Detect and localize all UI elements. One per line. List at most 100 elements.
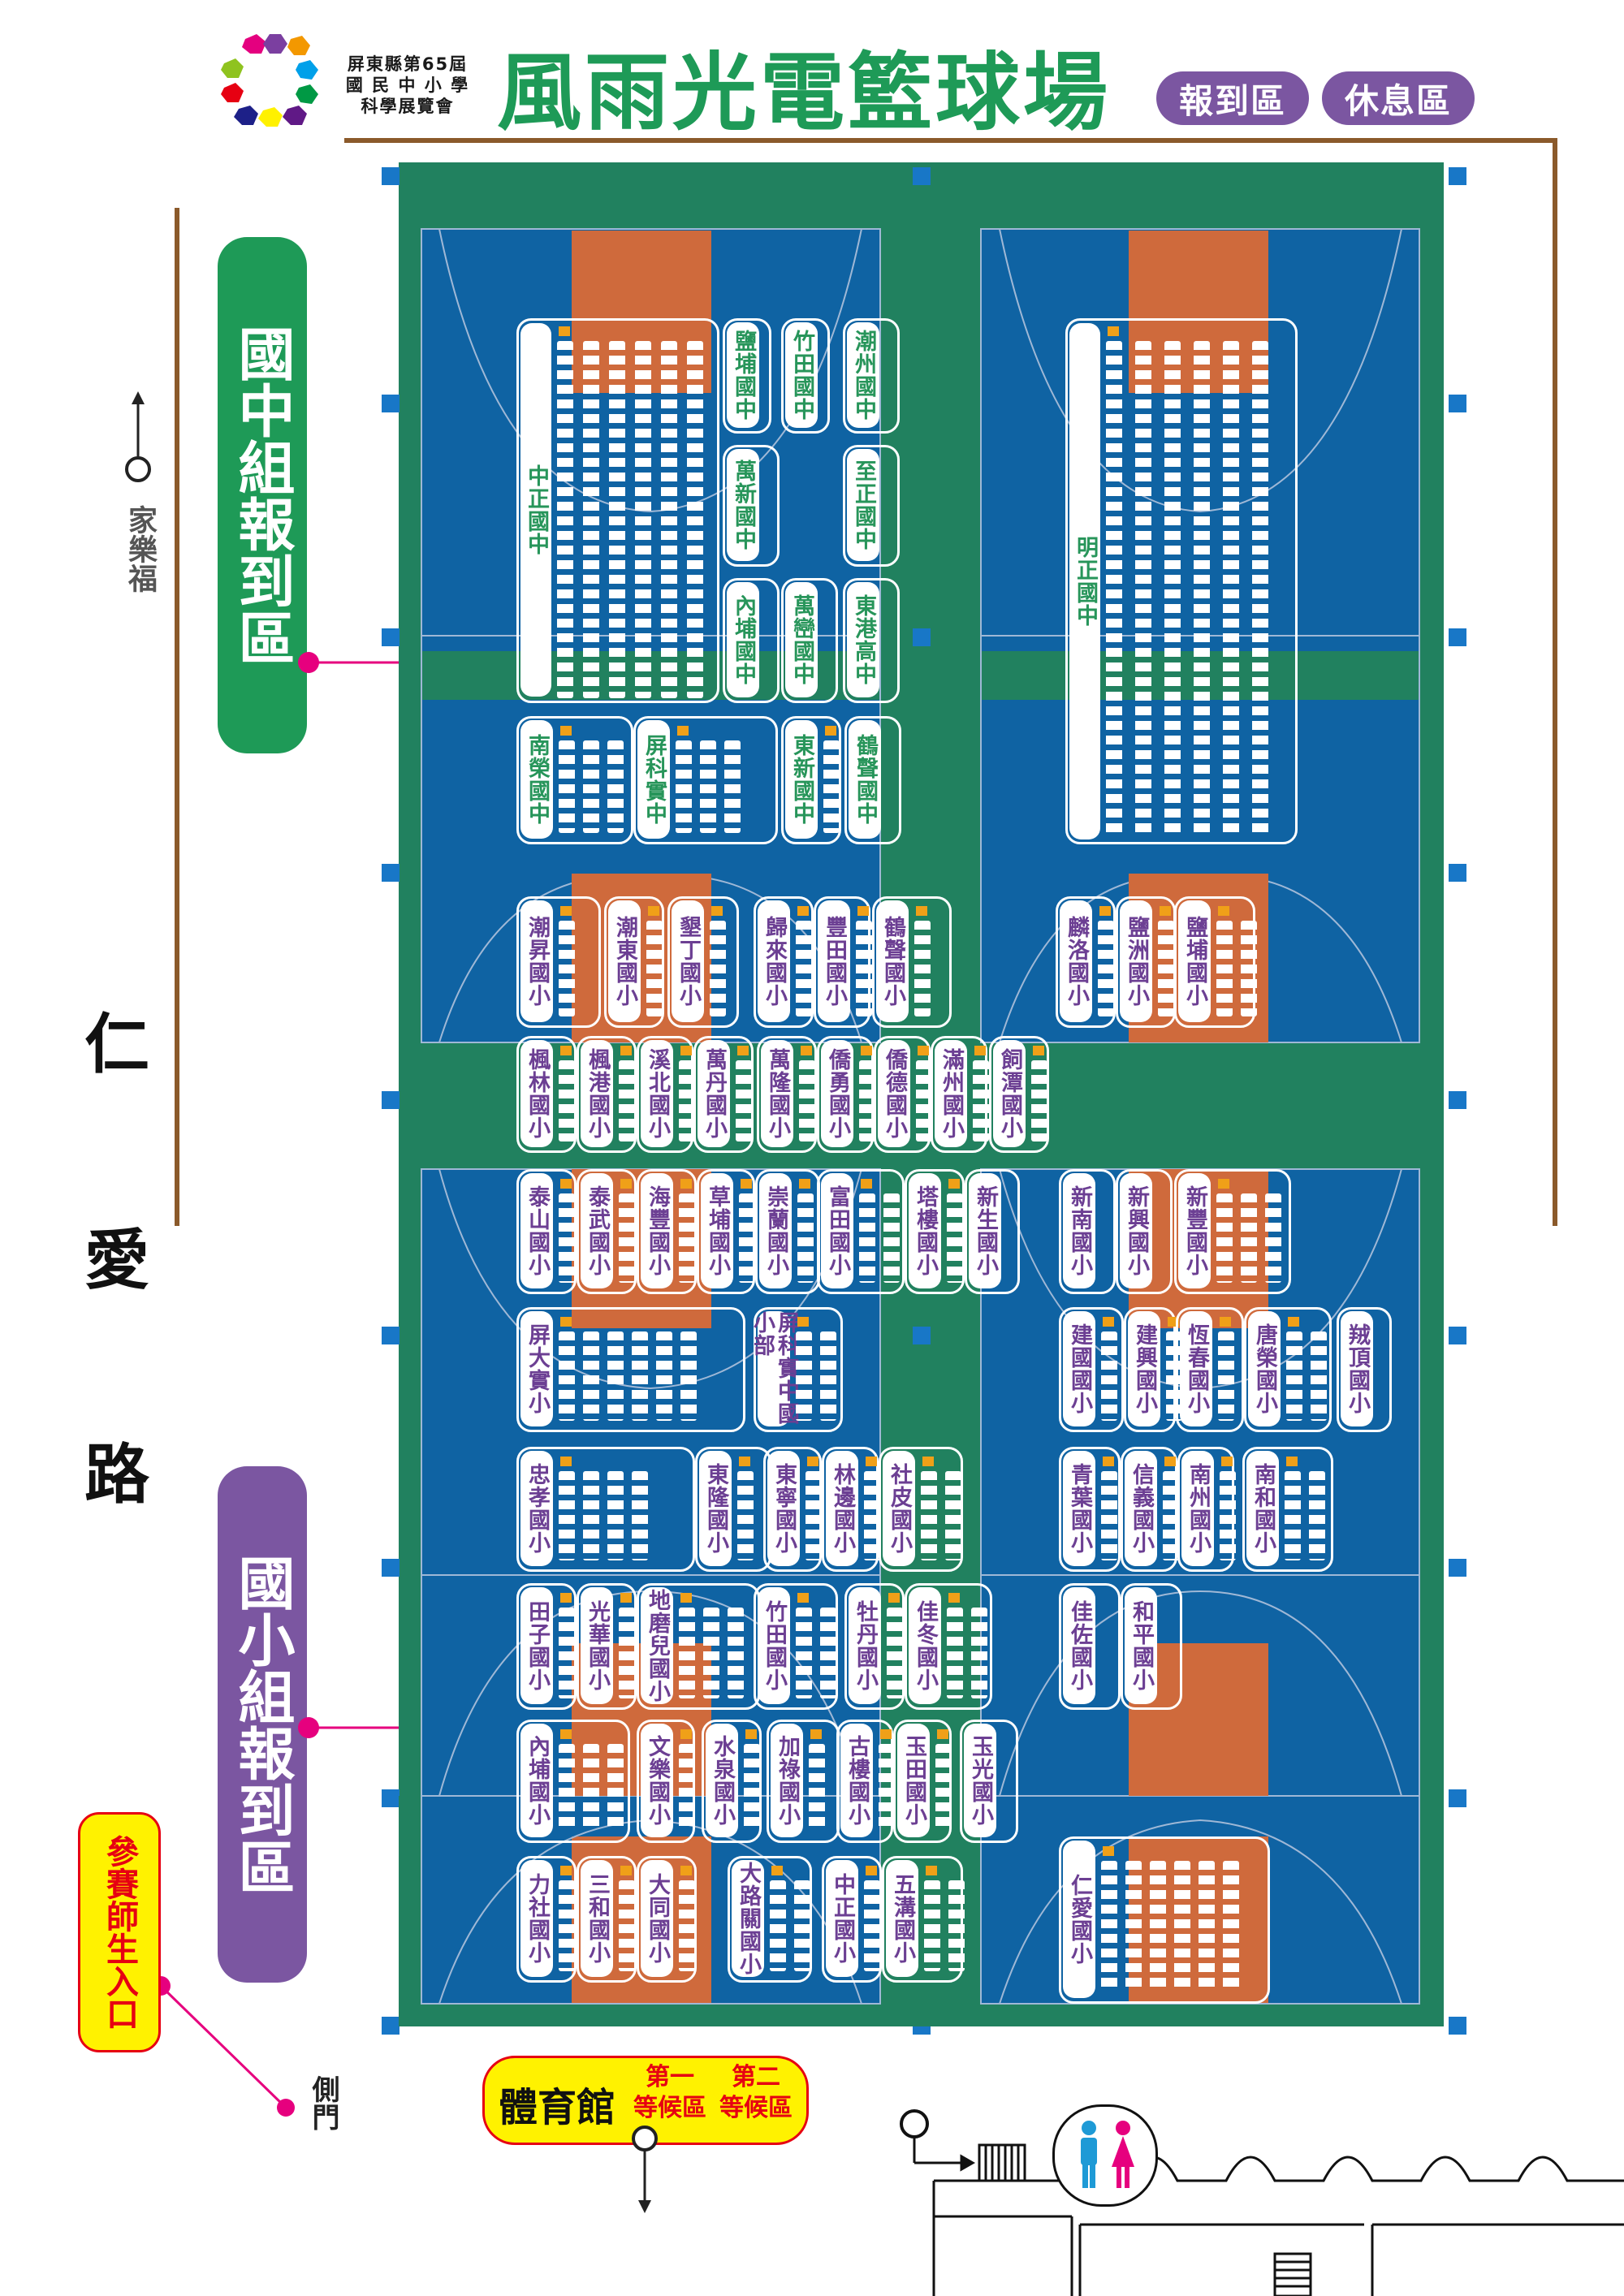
school-label[interactable]: 林邊國小 bbox=[826, 1451, 858, 1566]
school-label[interactable]: 豐田國小 bbox=[818, 900, 850, 1022]
school-label[interactable]: 田子國小 bbox=[520, 1587, 553, 1704]
school-label[interactable]: 內埔國小 bbox=[520, 1724, 553, 1837]
seating-block-neipu-jh bbox=[723, 578, 780, 703]
event-logo bbox=[221, 31, 318, 128]
school-label[interactable]: 大同國小 bbox=[641, 1860, 673, 1977]
school-label[interactable]: 至正國中 bbox=[847, 449, 879, 561]
seating-block-zhutian-jh bbox=[781, 318, 830, 434]
school-label[interactable]: 牡丹國小 bbox=[849, 1587, 881, 1704]
school-label[interactable]: 東港高中 bbox=[847, 582, 879, 697]
school-label[interactable]: 建國國小 bbox=[1063, 1311, 1095, 1426]
school-label[interactable]: 萬隆國小 bbox=[761, 1040, 793, 1147]
school-label[interactable]: 竹田國中 bbox=[785, 322, 818, 428]
school-label[interactable]: 飼潭國小 bbox=[993, 1040, 1026, 1147]
school-label[interactable]: 佳佐國小 bbox=[1063, 1587, 1095, 1704]
school-label[interactable]: 萬新國中 bbox=[727, 449, 759, 561]
school-label[interactable]: 青葉國小 bbox=[1063, 1451, 1095, 1566]
school-label[interactable]: 楓林國小 bbox=[520, 1040, 553, 1147]
school-label[interactable]: 三和國小 bbox=[581, 1860, 613, 1977]
school-label[interactable]: 新豐國小 bbox=[1178, 1173, 1211, 1288]
school-label[interactable]: 五溝國小 bbox=[886, 1860, 918, 1977]
seating-block-tangrong-es bbox=[1244, 1307, 1332, 1432]
school-label[interactable]: 屏科實中國小部 bbox=[749, 1311, 799, 1426]
school-label[interactable]: 大路關國小 bbox=[732, 1860, 764, 1977]
school-label[interactable]: 地磨兒國小 bbox=[641, 1587, 673, 1704]
wait-area-2: 第二 等候區 bbox=[719, 2062, 793, 2124]
seat-column bbox=[619, 1880, 635, 1971]
school-label[interactable]: 文樂國小 bbox=[641, 1724, 673, 1837]
school-label[interactable]: 唐榮國小 bbox=[1248, 1311, 1281, 1426]
school-label[interactable]: 草埔國小 bbox=[701, 1173, 733, 1288]
school-label[interactable]: 南和國小 bbox=[1246, 1451, 1279, 1566]
school-label[interactable]: 鶴聲國中 bbox=[849, 720, 881, 839]
school-label[interactable]: 泰山國小 bbox=[520, 1173, 553, 1288]
school-label[interactable]: 潮東國小 bbox=[608, 900, 641, 1022]
school-label[interactable]: 潮昇國小 bbox=[520, 900, 553, 1022]
school-label[interactable]: 鹽洲國小 bbox=[1120, 900, 1152, 1022]
school-label[interactable]: 佳冬國小 bbox=[909, 1587, 941, 1704]
school-label[interactable]: 古樓國小 bbox=[840, 1724, 873, 1837]
school-label[interactable]: 南榮國中 bbox=[520, 720, 553, 839]
school-label[interactable]: 東新國中 bbox=[785, 720, 818, 839]
school-label[interactable]: 鹽埔國小 bbox=[1178, 900, 1211, 1022]
gym-direction-arrow-icon bbox=[628, 2114, 661, 2213]
school-label[interactable]: 新興國小 bbox=[1120, 1173, 1152, 1288]
school-label[interactable]: 力社國小 bbox=[520, 1860, 553, 1977]
school-label[interactable]: 崇蘭國小 bbox=[759, 1173, 792, 1288]
school-label[interactable]: 泰武國小 bbox=[581, 1173, 613, 1288]
school-label[interactable]: 僑勇國小 bbox=[821, 1040, 853, 1147]
school-label[interactable]: 僑德國小 bbox=[878, 1040, 910, 1147]
school-label[interactable]: 忠孝國小 bbox=[520, 1451, 553, 1566]
school-label[interactable]: 竹田國小 bbox=[758, 1587, 790, 1704]
seat-column bbox=[947, 1608, 963, 1698]
seat-flag bbox=[810, 1729, 822, 1739]
school-label[interactable]: 萬丹國小 bbox=[698, 1040, 730, 1147]
school-label[interactable]: 麟洛國小 bbox=[1060, 900, 1092, 1022]
school-label[interactable]: 新生國小 bbox=[969, 1173, 1001, 1288]
school-label[interactable]: 歸來國小 bbox=[758, 900, 790, 1022]
school-label[interactable]: 東寧國小 bbox=[767, 1451, 800, 1566]
school-label[interactable]: 富田國小 bbox=[821, 1173, 853, 1288]
seat-column bbox=[1216, 1193, 1233, 1283]
school-label[interactable]: 溪北國小 bbox=[641, 1040, 673, 1147]
school-label[interactable]: 光華國小 bbox=[581, 1587, 613, 1704]
school-label[interactable]: 屏大實小 bbox=[520, 1311, 553, 1426]
school-label[interactable]: 楓港國小 bbox=[581, 1040, 613, 1147]
school-label[interactable]: 內埔國中 bbox=[727, 582, 759, 697]
seat-column bbox=[583, 341, 599, 698]
school-label[interactable]: 鹽埔國中 bbox=[727, 322, 759, 428]
school-label[interactable]: 羢頂國小 bbox=[1341, 1311, 1373, 1426]
school-label[interactable]: 萬巒國中 bbox=[785, 582, 818, 697]
school-label[interactable]: 和平國小 bbox=[1125, 1587, 1157, 1704]
seat-column bbox=[948, 1880, 965, 1971]
school-label[interactable]: 明正國中 bbox=[1069, 323, 1100, 839]
school-label[interactable]: 南州國小 bbox=[1181, 1451, 1214, 1566]
school-label[interactable]: 滿州國小 bbox=[935, 1040, 967, 1147]
seat-flag bbox=[560, 1866, 572, 1875]
seat-column bbox=[1101, 1861, 1117, 1992]
school-label[interactable]: 鶴聲國小 bbox=[876, 900, 909, 1022]
school-label[interactable]: 塔樓國小 bbox=[909, 1173, 941, 1288]
school-label[interactable]: 潮州國中 bbox=[847, 322, 879, 428]
school-label[interactable]: 玉田國小 bbox=[897, 1724, 930, 1837]
seating-block-pingda-es bbox=[516, 1307, 745, 1432]
school-label[interactable]: 社皮國小 bbox=[883, 1451, 915, 1566]
school-label[interactable]: 東隆國小 bbox=[699, 1451, 732, 1566]
school-label[interactable]: 恆春國小 bbox=[1180, 1311, 1212, 1426]
school-label[interactable]: 信義國小 bbox=[1125, 1451, 1157, 1566]
school-label[interactable]: 墾丁國小 bbox=[672, 900, 704, 1022]
seat-column bbox=[609, 341, 625, 698]
school-label[interactable]: 加祿國小 bbox=[771, 1724, 803, 1837]
school-label[interactable]: 新南國小 bbox=[1063, 1173, 1095, 1288]
school-label[interactable]: 海豐國小 bbox=[641, 1173, 673, 1288]
school-label[interactable]: 中正國小 bbox=[826, 1860, 858, 1977]
seat-column bbox=[1101, 1471, 1117, 1560]
school-label[interactable]: 仁愛國小 bbox=[1063, 1841, 1095, 1998]
school-label[interactable]: 屏科實中 bbox=[637, 720, 670, 839]
seat-column bbox=[559, 1744, 575, 1832]
seating-block-nanrong-jh bbox=[516, 716, 633, 844]
school-label[interactable]: 建興國小 bbox=[1128, 1311, 1160, 1426]
school-label[interactable]: 水泉國小 bbox=[706, 1724, 738, 1837]
school-label[interactable]: 玉光國小 bbox=[964, 1724, 996, 1837]
school-label[interactable]: 中正國中 bbox=[520, 323, 551, 697]
